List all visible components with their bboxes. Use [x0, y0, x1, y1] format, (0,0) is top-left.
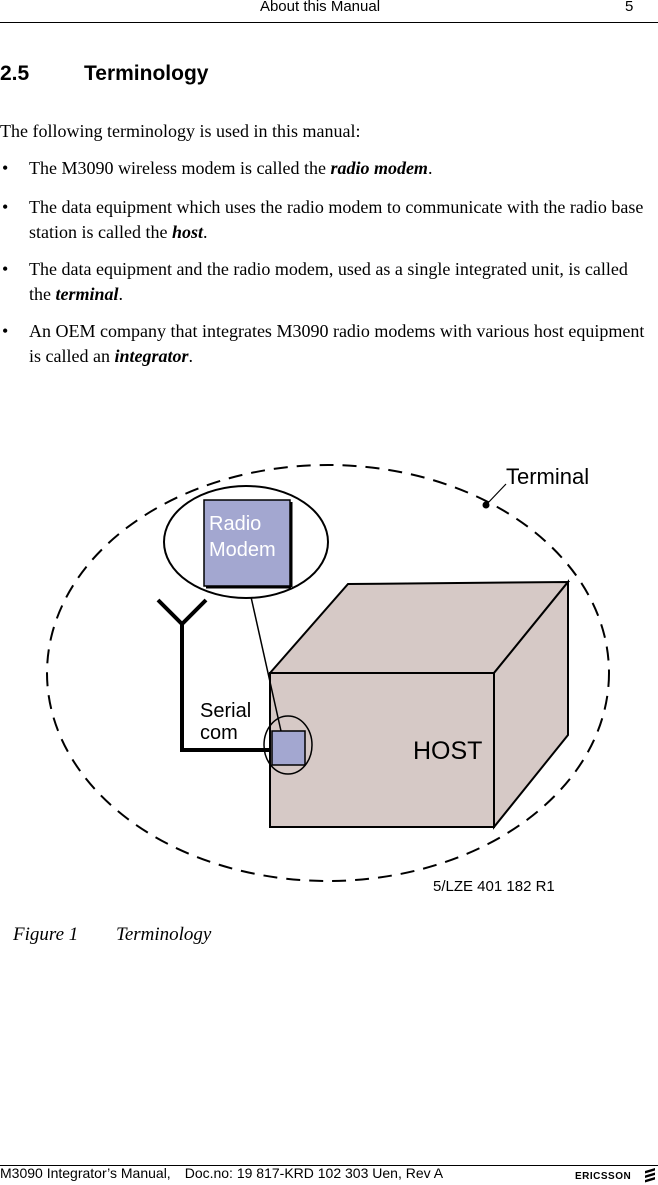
- bullet-text: An OEM company that integrates M3090 rad…: [29, 321, 645, 366]
- footer-doc-number: Doc.no: 19 817-KRD 102 303 Uen, Rev A: [184, 1165, 444, 1181]
- bullet-dot: •: [2, 259, 9, 279]
- bullet-text: The data equipment and the radio modem, …: [29, 259, 628, 304]
- bullet-dot: •: [2, 197, 9, 217]
- label-host: HOST: [413, 737, 482, 765]
- footer-rule: [0, 1165, 658, 1166]
- ericsson-mark-icon: [645, 1168, 655, 1183]
- terminology-diagram: Terminal HOST Serial com Radio Modem 5/L…: [46, 464, 610, 895]
- terminal-boundary: [46, 464, 610, 882]
- header-rule: [0, 22, 658, 23]
- figure-caption: Figure 1 Terminology: [13, 924, 211, 946]
- header-title: About this Manual: [259, 0, 381, 15]
- caption-title: Terminology: [116, 924, 212, 945]
- serial-port: [271, 730, 306, 766]
- callout-line: [248, 587, 282, 732]
- host-box-front: [269, 672, 495, 828]
- term-integrator: integrator: [114, 346, 189, 366]
- antenna-cable: [180, 624, 270, 752]
- bullet-text: The data equipment which uses the radio …: [29, 197, 644, 242]
- label-modem: Modem: [209, 539, 276, 561]
- ericsson-logo: ERICSSON: [575, 1168, 655, 1183]
- page-number: 5: [625, 0, 634, 15]
- footer-manual: M3090 Integrator’s Manual,: [0, 1165, 171, 1181]
- label-serial: Serial: [200, 700, 251, 722]
- logo-text: ERICSSON: [575, 1171, 631, 1182]
- bullet-dot: •: [2, 158, 9, 178]
- bullet-dot: •: [2, 321, 9, 341]
- footer: M3090 Integrator’s Manual, Doc.no: 19 817…: [0, 1165, 443, 1181]
- term-host: host: [171, 222, 203, 242]
- section-number: 2.5: [0, 62, 30, 85]
- label-radio: Radio: [209, 513, 261, 535]
- term-radio-modem: radio modem: [330, 158, 428, 178]
- label-com: com: [200, 722, 238, 744]
- terminal-pointer: [485, 483, 507, 506]
- antenna-fork: [156, 598, 208, 627]
- label-terminal: Terminal: [506, 464, 589, 489]
- terminal-pointer-dot: [482, 501, 490, 509]
- bullet-text: The M3090 wireless modem is called the r…: [29, 158, 433, 178]
- section-title: Terminology: [84, 62, 209, 85]
- intro-paragraph: The following terminology is used in thi…: [0, 121, 361, 141]
- caption-label: Figure 1: [13, 924, 79, 945]
- serial-port-circle: [263, 715, 313, 775]
- radio-modem: [203, 499, 291, 587]
- term-terminal: terminal: [55, 284, 119, 304]
- figure-reference: 5/LZE 401 182 R1: [433, 878, 555, 895]
- section-heading: 2.5 Terminology: [0, 62, 208, 86]
